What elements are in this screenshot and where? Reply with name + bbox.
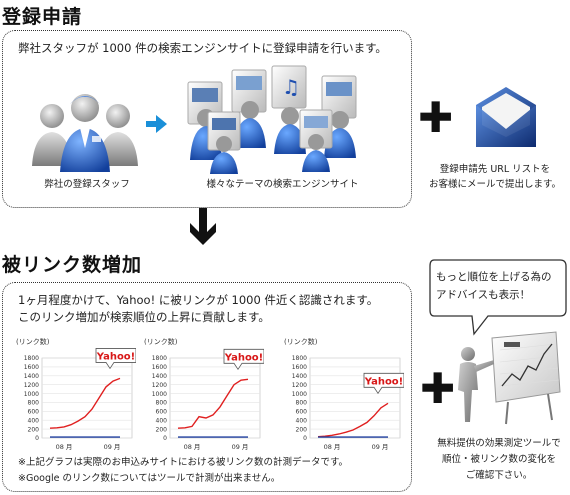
advice-text-line2: アドバイスも表示！ (436, 289, 531, 301)
chart-ytick-label: 1800 (24, 355, 39, 362)
chart-ytick-label: 1600 (292, 364, 307, 371)
arrow-right-icon (146, 115, 167, 133)
chart-xtick-label: 08 月 (324, 443, 341, 451)
chart-ytick-label: 800 (296, 400, 308, 407)
tool-caption-line3: ご確認下さい。 (465, 470, 533, 481)
chart-plot-area (41, 357, 133, 439)
advice-speech-bubble (429, 259, 567, 336)
chart-ytick-label: 0 (35, 435, 39, 442)
backlinks-description: 1ヶ月程度かけて、Yahoo! に被リンクが 1000 件近く認識されます。 こ… (18, 292, 378, 326)
chart-xtick-label: 09 月 (104, 443, 121, 451)
chart-ytick-label: 200 (296, 426, 308, 433)
chart-annotation-label: Yahoo! (96, 351, 136, 362)
chart-ytick-label: 1400 (292, 373, 307, 380)
advice-text-line1: もっと順位を上げる為の (436, 271, 552, 283)
plus-icon-2: ✚ (420, 364, 456, 413)
chart-note-2: ※Google のリンク数についてはツールで計測が出来ません。 (18, 473, 281, 484)
chart-ytick-label: 0 (303, 435, 307, 442)
chart-xtick-label: 08 月 (184, 443, 201, 451)
chart-annotation-bubble (95, 348, 136, 370)
backlinks-description-line1: 1ヶ月程度かけて、Yahoo! に被リンクが 1000 件近く認識されます。 (18, 293, 379, 307)
chart-ytick-label: 600 (156, 409, 168, 416)
chart-annotation-bubble (223, 348, 264, 371)
chart-annotation-bubble (363, 372, 404, 395)
arrow-down-icon (190, 208, 216, 245)
chart-ytick-label: 600 (296, 409, 308, 416)
tool-caption-line1: 無料提供の効果測定ツールで (437, 438, 561, 449)
chart-xtick-label: 09 月 (232, 443, 249, 451)
tool-caption: 無料提供の効果測定ツールで 順位・被リンク数の変化を ご確認下さい。 (428, 436, 570, 484)
chart-ytick-label: 1200 (292, 382, 307, 389)
chart-ytick-label: 1600 (152, 364, 167, 371)
staff-caption: 弊社の登録スタッフ (44, 179, 130, 190)
chart-annotation-label: Yahoo! (364, 376, 404, 387)
chart-plot-area (309, 357, 401, 439)
chart-note-1: ※上記グラフは実際のお申込みサイトにおける被リンク数の計測データです。 (18, 457, 349, 468)
chart-ytick-label: 1400 (152, 373, 167, 380)
svg-text:♫: ♫ (282, 75, 300, 99)
chart-xtick-label: 09 月 (372, 443, 389, 451)
chart-ytick-label: 200 (156, 426, 168, 433)
chart-ytick-label: 1200 (24, 382, 39, 389)
chart-ytick-label: 800 (28, 400, 40, 407)
chart-ytick-label: 1200 (152, 382, 167, 389)
chart-ytick-label: 400 (156, 417, 168, 424)
chart-ylabel: (リンク数) (284, 337, 318, 346)
section-title-registration: 登録申請 (2, 6, 83, 28)
chart-ytick-label: 1000 (292, 391, 307, 398)
plus-icon: ✚ (418, 93, 454, 142)
registration-description: 弊社スタッフが 1000 件の検索エンジンサイトに登録申請を行います。 (18, 41, 387, 55)
tool-caption-line2: 順位・被リンク数の変化を (441, 454, 556, 465)
chart-notes: ※上記グラフは実際のお申込みサイトにおける被リンク数の計測データです。 ※Goo… (18, 455, 348, 487)
chart-ytick-label: 200 (28, 426, 40, 433)
backlinks-description-line2: このリンク増加が検索順位の上昇に貢献します。 (18, 310, 270, 324)
envelope-icon (476, 87, 536, 147)
report-caption-line2: お客様にメールで提出します。 (428, 179, 562, 190)
chart-ytick-label: 1000 (24, 391, 39, 398)
chart-ytick-label: 1800 (292, 355, 307, 362)
report-caption-line1: 登録申請先 URL リストを (439, 164, 551, 175)
presenter-chart-icon (458, 331, 561, 425)
chart-ytick-label: 1600 (24, 364, 39, 371)
search-engine-sites-icon: ♫ (187, 65, 357, 174)
chart-ylabel: (リンク数) (144, 337, 178, 346)
staff-group-icon (32, 94, 138, 172)
advice-text: もっと順位を上げる為の アドバイスも表示！ (436, 268, 552, 304)
chart-ytick-label: 1000 (152, 391, 167, 398)
chart-series-line (317, 402, 389, 438)
chart-series-line (49, 377, 121, 429)
chart-series-line (177, 378, 249, 429)
chart-ytick-label: 1800 (152, 355, 167, 362)
chart-ytick-label: 0 (163, 435, 167, 442)
report-caption: 登録申請先 URL リストを お客様にメールで提出します。 (420, 162, 570, 192)
chart-ytick-label: 400 (28, 417, 40, 424)
chart-ytick-label: 1400 (24, 373, 39, 380)
chart-plot-area (169, 357, 261, 439)
section-title-backlinks: 被リンク数増加 (2, 254, 143, 276)
engines-caption: 様々なテーマの検索エンジンサイト (206, 179, 359, 190)
chart-ytick-label: 800 (156, 400, 168, 407)
chart-annotation-label: Yahoo! (224, 352, 264, 363)
chart-ytick-label: 400 (296, 417, 308, 424)
chart-xtick-label: 08 月 (56, 443, 73, 451)
chart-ytick-label: 600 (28, 409, 40, 416)
chart-ylabel: (リンク数) (16, 337, 50, 346)
